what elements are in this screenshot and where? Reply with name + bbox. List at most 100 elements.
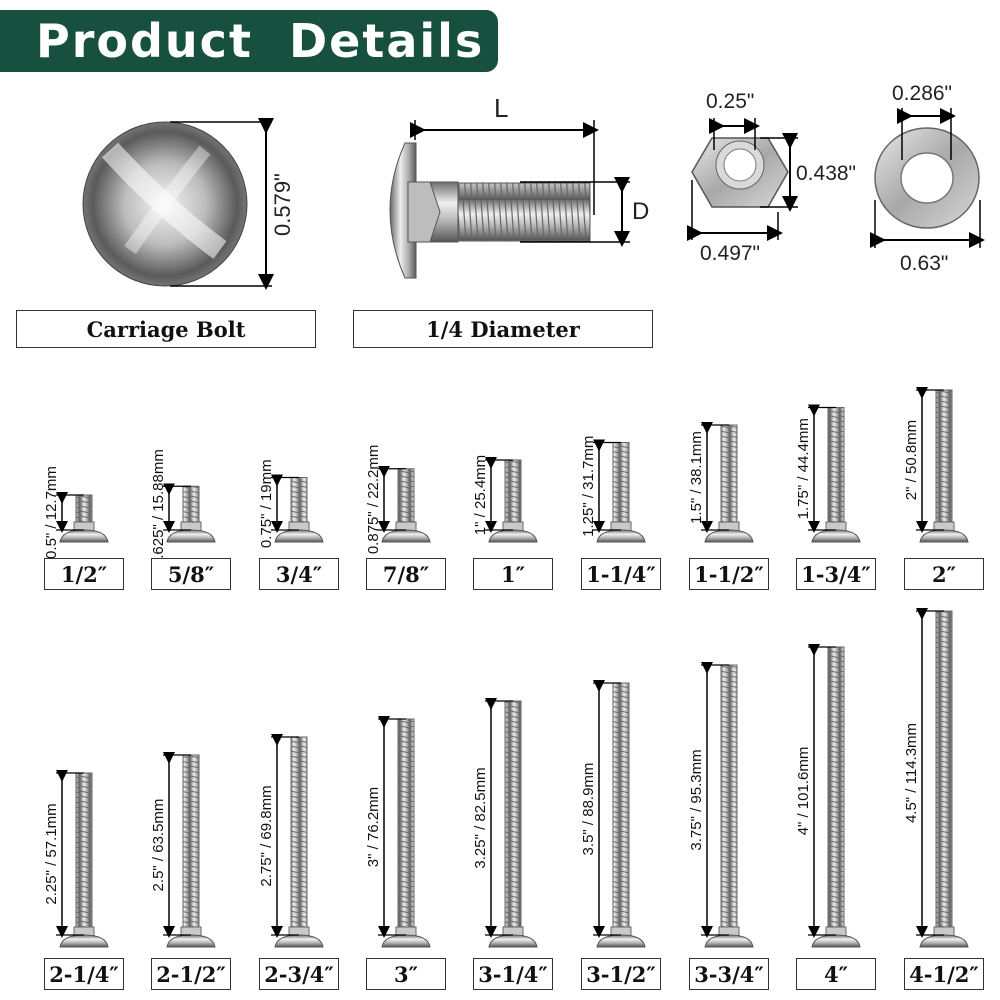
nut-width-label: 0.497" xyxy=(700,242,761,265)
bolt-size-grid: 0.5" / 12.7mm 0.625" / 15.88mm 0.75" / 19m… xyxy=(43,387,969,948)
bolt-figure: 3.5" / 88.9mm xyxy=(580,680,646,948)
bolt-head xyxy=(59,934,109,948)
bolt-size-label: 2-3/4″ xyxy=(264,961,334,987)
bolt-head xyxy=(59,529,109,543)
bolt-figure: 2.25" / 57.1mm xyxy=(43,770,109,948)
bolt-side-illustration xyxy=(389,120,630,279)
bolt-dimension-text: 3.5" / 88.9mm xyxy=(580,763,597,856)
bolt-size-box: 3-3/4″ xyxy=(689,958,769,990)
bolt-head xyxy=(811,934,861,948)
bolt-length-label: L xyxy=(494,93,509,123)
bolt-figure: 3.75" / 95.3mm xyxy=(688,662,754,948)
header-banner: Product Details xyxy=(0,10,498,72)
bolt-size-box: 1/2″ xyxy=(44,558,124,590)
bolt-figure: 2.75" / 69.8mm xyxy=(258,734,324,948)
bolt-dimension-text: 1" / 25.4mm xyxy=(472,455,489,535)
bolt-size-box: 1-1/4″ xyxy=(581,558,661,590)
bolt-shaft xyxy=(504,459,522,531)
bolt-figure: 2" / 50.8mm xyxy=(903,387,969,543)
bolt-figure: 4.5" / 114.3mm xyxy=(903,608,969,948)
bolt-head xyxy=(274,529,324,543)
bolt-head xyxy=(488,529,538,543)
bolt-head xyxy=(919,934,969,948)
bolt-dimension-text: 1.5" / 38.1mm xyxy=(688,431,705,524)
bolt-size-box: 3-1/2″ xyxy=(581,958,661,990)
bolt-size-label: 4-1/2″ xyxy=(909,961,979,987)
bolt-head xyxy=(166,529,216,543)
bolt-shaft xyxy=(827,646,845,936)
hex-nut-illustration xyxy=(687,118,798,241)
bolt-size-box: 2-3/4″ xyxy=(259,958,339,990)
bolt-head xyxy=(596,529,646,543)
washer-outer-label: 0.63" xyxy=(900,252,949,275)
bolt-head xyxy=(704,529,754,543)
bolt-shaft xyxy=(935,610,953,936)
bolt-dimension-text: 3.25" / 82.5mm xyxy=(472,767,489,868)
bolt-size-box: 2-1/4″ xyxy=(44,958,124,990)
bolt-dimension-text: 2" / 50.8mm xyxy=(903,420,920,500)
bolt-dimension-text: 2.25" / 57.1mm xyxy=(43,803,60,904)
page-title: Product Details xyxy=(36,14,485,68)
bolt-head xyxy=(811,529,861,543)
bolt-shaft xyxy=(827,407,845,531)
bolt-head xyxy=(166,934,216,948)
nut-inner-label: 0.25" xyxy=(706,90,755,113)
bolt-figure: 0.5" / 12.7mm xyxy=(43,466,109,559)
bolt-size-label: 3-1/2″ xyxy=(586,961,656,987)
bolt-dimension-text: 0.75" / 19mm xyxy=(258,459,275,548)
bolt-size-label: 1/2″ xyxy=(60,561,108,587)
carriage-bolt-caption: Carriage Bolt xyxy=(86,316,246,342)
bolt-figure: 1.25" / 31.7mm xyxy=(580,436,646,543)
carriage-head-illustration xyxy=(82,118,274,290)
bolt-head xyxy=(381,934,431,948)
bolt-shaft xyxy=(720,664,738,936)
bolt-size-label: 5/8″ xyxy=(167,561,215,587)
bolt-head xyxy=(704,934,754,948)
bolt-shaft xyxy=(397,468,415,531)
bolt-head xyxy=(919,529,969,543)
bolt-dimension-text: 4.5" / 114.3mm xyxy=(903,723,920,823)
bolt-size-label: 3/4″ xyxy=(275,561,323,587)
bolt-size-label: 3-1/4″ xyxy=(478,961,548,987)
diameter-caption-box: 1/4 Diameter xyxy=(353,310,653,348)
bolt-figure: 3.25" / 82.5mm xyxy=(472,698,538,948)
bolt-dimension-text: 3.75" / 95.3mm xyxy=(688,749,705,850)
bolt-shaft xyxy=(720,424,738,531)
bolt-head xyxy=(488,934,538,948)
bolt-size-label: 1″ xyxy=(501,561,525,587)
bolt-size-label: 7/8″ xyxy=(382,561,430,587)
bolt-size-label: 2″ xyxy=(932,561,956,587)
bolt-figure: 1" / 25.4mm xyxy=(472,455,538,543)
bolt-size-label: 3″ xyxy=(394,961,418,987)
bolt-dimension-text: 3" / 76.2mm xyxy=(365,787,382,867)
bolt-size-box: 5/8″ xyxy=(151,558,231,590)
bolt-dimension-text: 2.5" / 63.5mm xyxy=(150,799,167,892)
washer-inner-label: 0.286" xyxy=(892,82,953,105)
bolt-figure: 0.75" / 19mm xyxy=(258,459,324,548)
bolt-shaft xyxy=(290,736,308,936)
bolt-dimension-text: 1.25" / 31.7mm xyxy=(580,436,597,537)
bolt-size-box: 3″ xyxy=(366,958,446,990)
washer-illustration xyxy=(870,108,985,248)
bolt-figure: 1.75" / 44.4mm xyxy=(795,404,861,543)
bolt-size-label: 2-1/2″ xyxy=(156,961,226,987)
bolt-size-label: 3-3/4″ xyxy=(694,961,764,987)
bolt-size-box: 1″ xyxy=(473,558,553,590)
bolt-shaft xyxy=(612,682,630,936)
bolt-figure: 1.5" / 38.1mm xyxy=(688,422,754,543)
bolt-size-box: 2″ xyxy=(904,558,984,590)
bolt-shaft xyxy=(504,700,522,936)
bolt-dimension-text: 0.625" / 15.88mm xyxy=(150,449,167,567)
bolt-size-label: 1-1/4″ xyxy=(586,561,656,587)
bolt-size-box: 1-3/4″ xyxy=(796,558,876,590)
diameter-caption: 1/4 Diameter xyxy=(426,316,580,342)
bolt-dimension-text: 0.5" / 12.7mm xyxy=(43,466,60,559)
bolt-diameter-label: D xyxy=(632,198,650,225)
bolt-dimension-text: 0.875" / 22.2mm xyxy=(365,445,382,555)
bolt-size-box: 1-1/2″ xyxy=(689,558,769,590)
nut-height-label: 0.438" xyxy=(796,162,857,185)
bolt-size-box: 7/8″ xyxy=(366,558,446,590)
carriage-bolt-caption-box: Carriage Bolt xyxy=(16,310,316,348)
bolt-head xyxy=(381,529,431,543)
